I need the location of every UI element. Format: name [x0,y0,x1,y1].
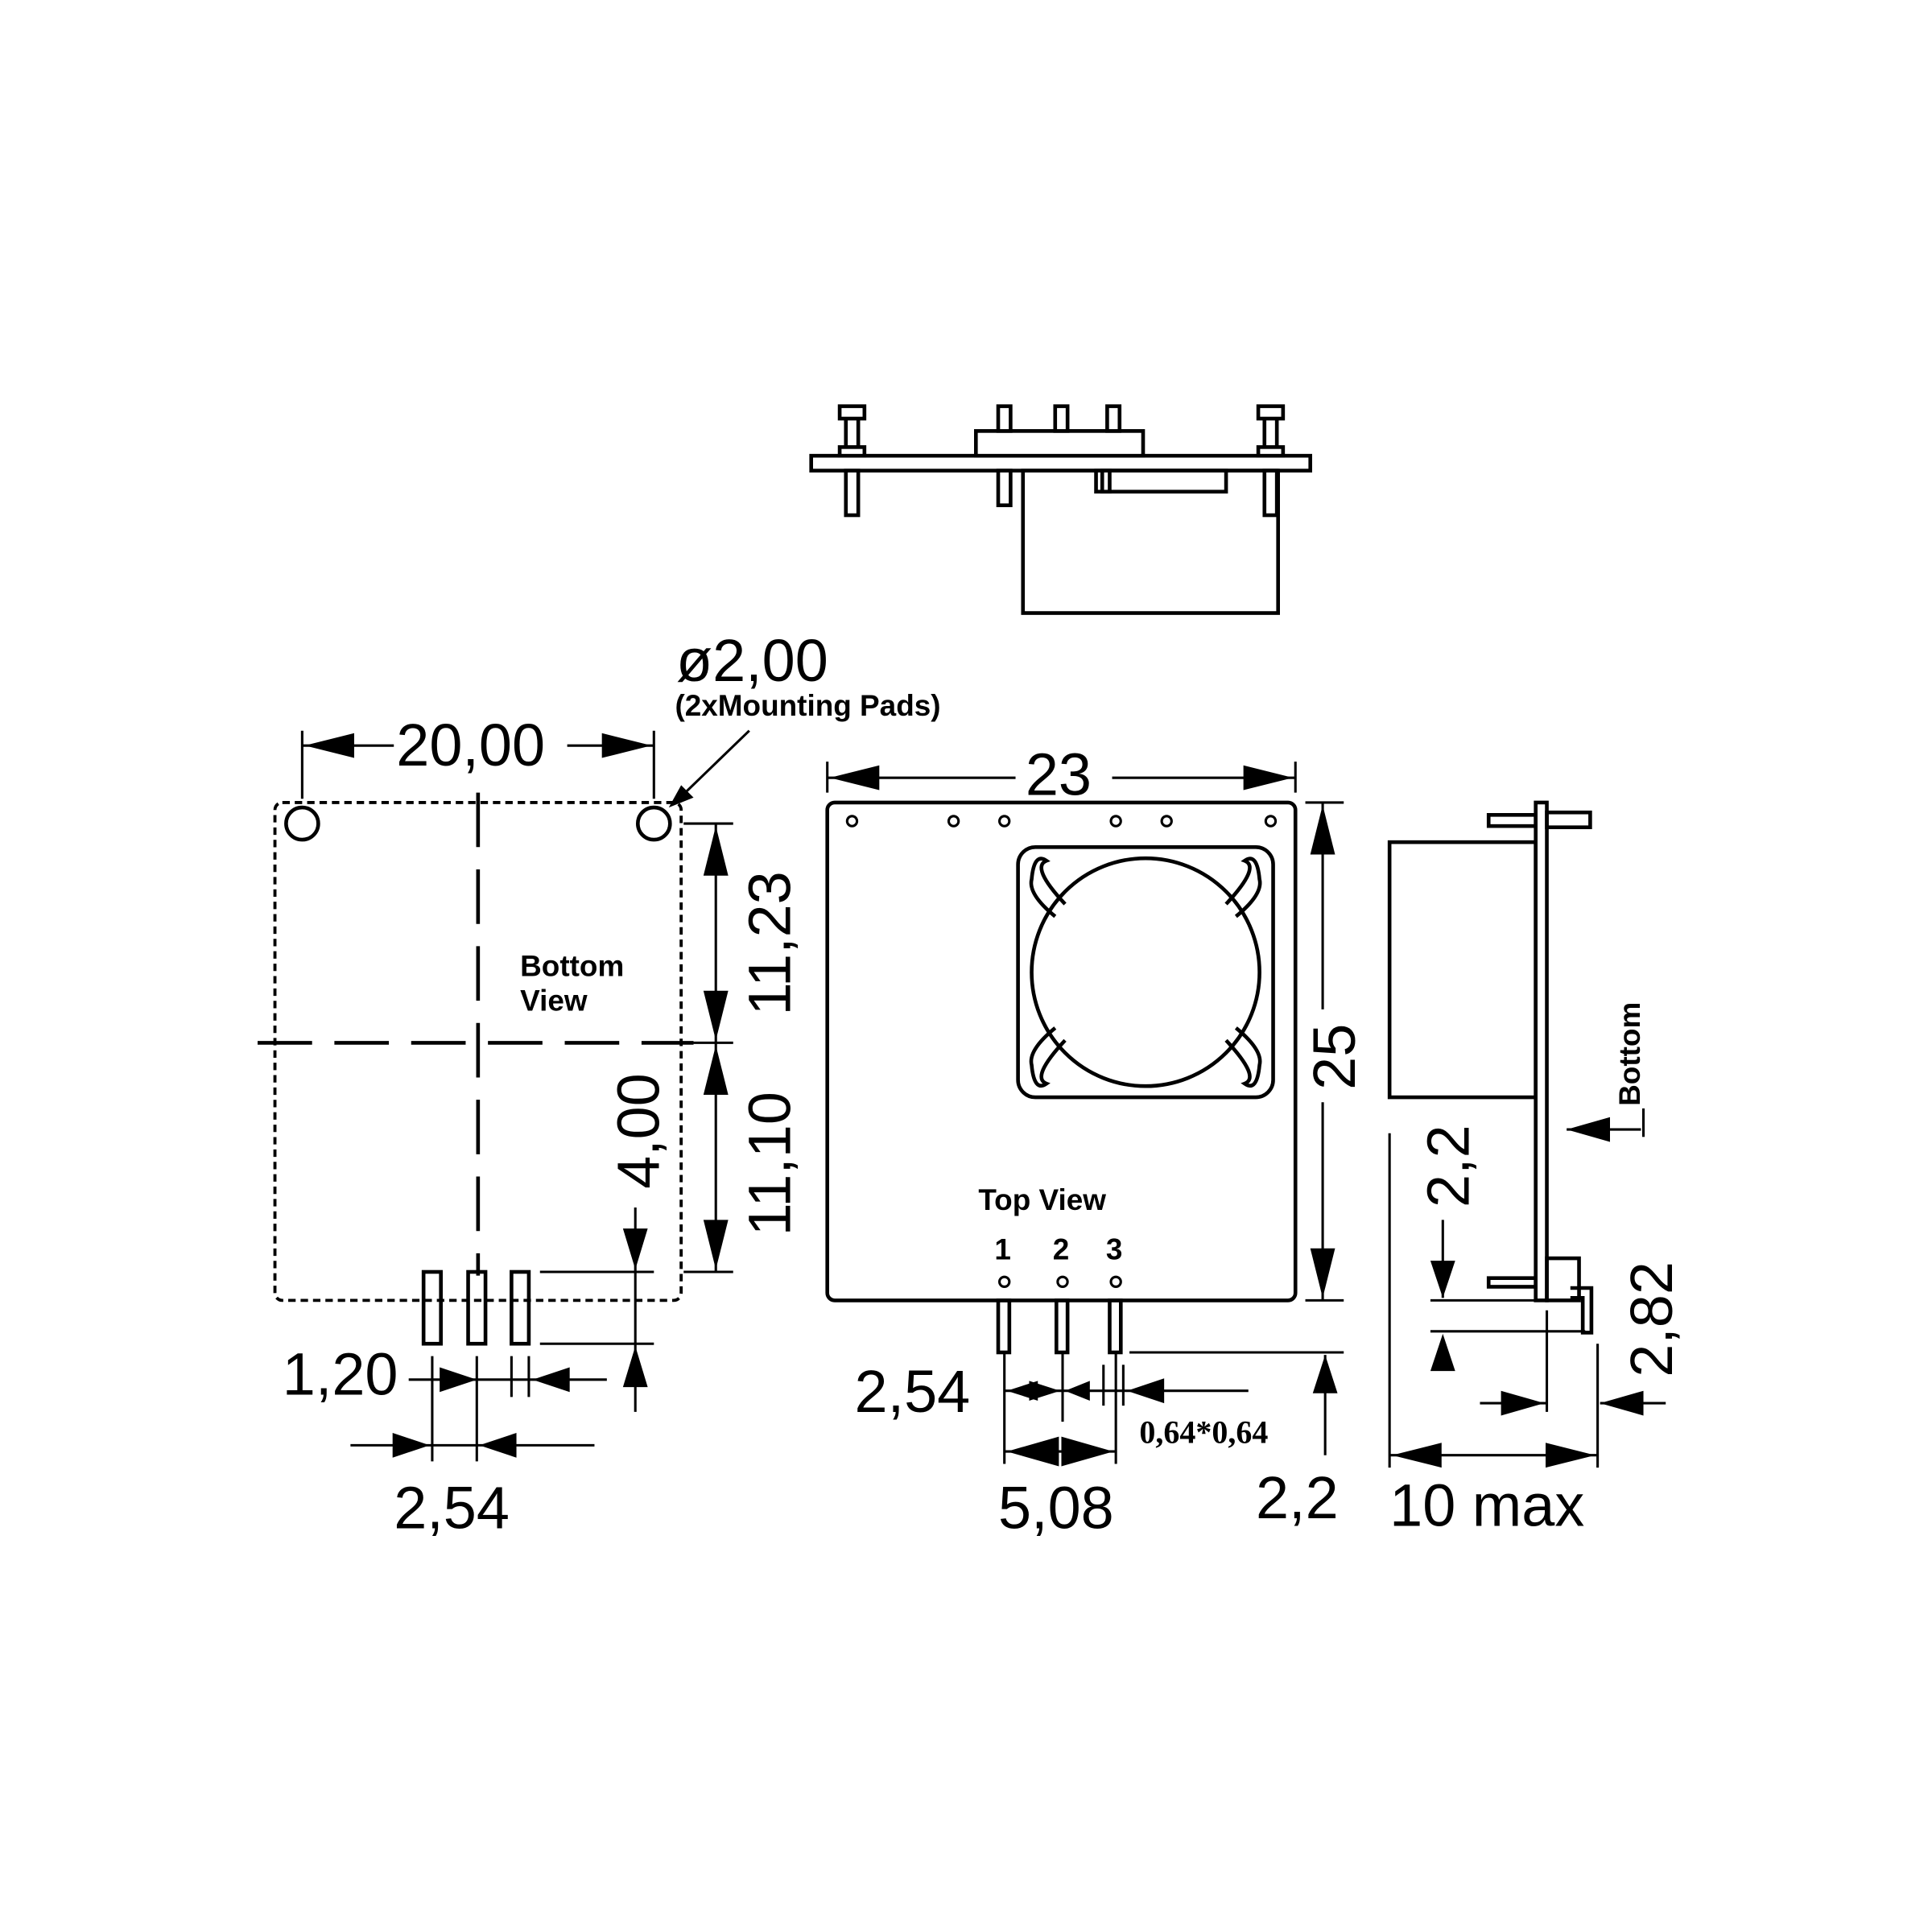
bottom-view-label: Bottom [520,949,624,982]
dim-height: 25 [1301,1024,1368,1090]
dim-pin-offset-side: 2,82 [1618,1261,1685,1377]
top-holes [845,815,1278,828]
top-view-label: Top View [978,1183,1106,1216]
pin-pad [466,1269,488,1346]
pin-label-2: 2 [1053,1233,1070,1266]
dim-pin-offset: 4,00 [605,1073,671,1189]
dim-standoff: 2,2 [1415,1125,1482,1208]
inductor-core [1016,845,1275,1100]
bottom-view-label-2: View [520,984,588,1017]
dim-pad-diameter: ø2,00 [676,627,828,694]
pin-label-3: 3 [1106,1233,1123,1266]
dim-pad-spacing: 20,00 [396,712,545,778]
dim-pin-pitch: 2,54 [394,1474,510,1541]
pin-label-1: 1 [994,1233,1011,1266]
dim-depth: 10 max [1389,1472,1584,1538]
dim-pin-section: 0,64*0,64 [1139,1414,1268,1450]
dim-pin-length: 2,2 [1256,1464,1339,1531]
dim-pin-pitch-top: 2,54 [855,1358,971,1425]
dim-width: 23 [1026,741,1092,808]
dim-upper-height: 11,23 [737,871,803,1015]
dim-pin-width: 1,20 [283,1340,398,1407]
pin-pad [421,1269,443,1346]
bottom-view: Bottom View 20,00 ø2,00 (2xMounting Pads… [258,627,941,1541]
top-view: Top View 1 2 3 23 25 [825,741,1368,1541]
side-view: Bottom 2,2 2,82 10 max [1387,800,1685,1538]
front-elevation-view [809,404,1313,615]
mounting-pad-right [636,805,672,842]
pad-note: (2xMounting Pads) [675,689,940,722]
pin-pad [510,1269,531,1346]
dim-lower-height: 11,10 [737,1092,803,1236]
side-bottom-label: Bottom [1613,1002,1646,1106]
dim-pin-span: 5,08 [998,1474,1114,1541]
mounting-pad-left [284,805,320,842]
